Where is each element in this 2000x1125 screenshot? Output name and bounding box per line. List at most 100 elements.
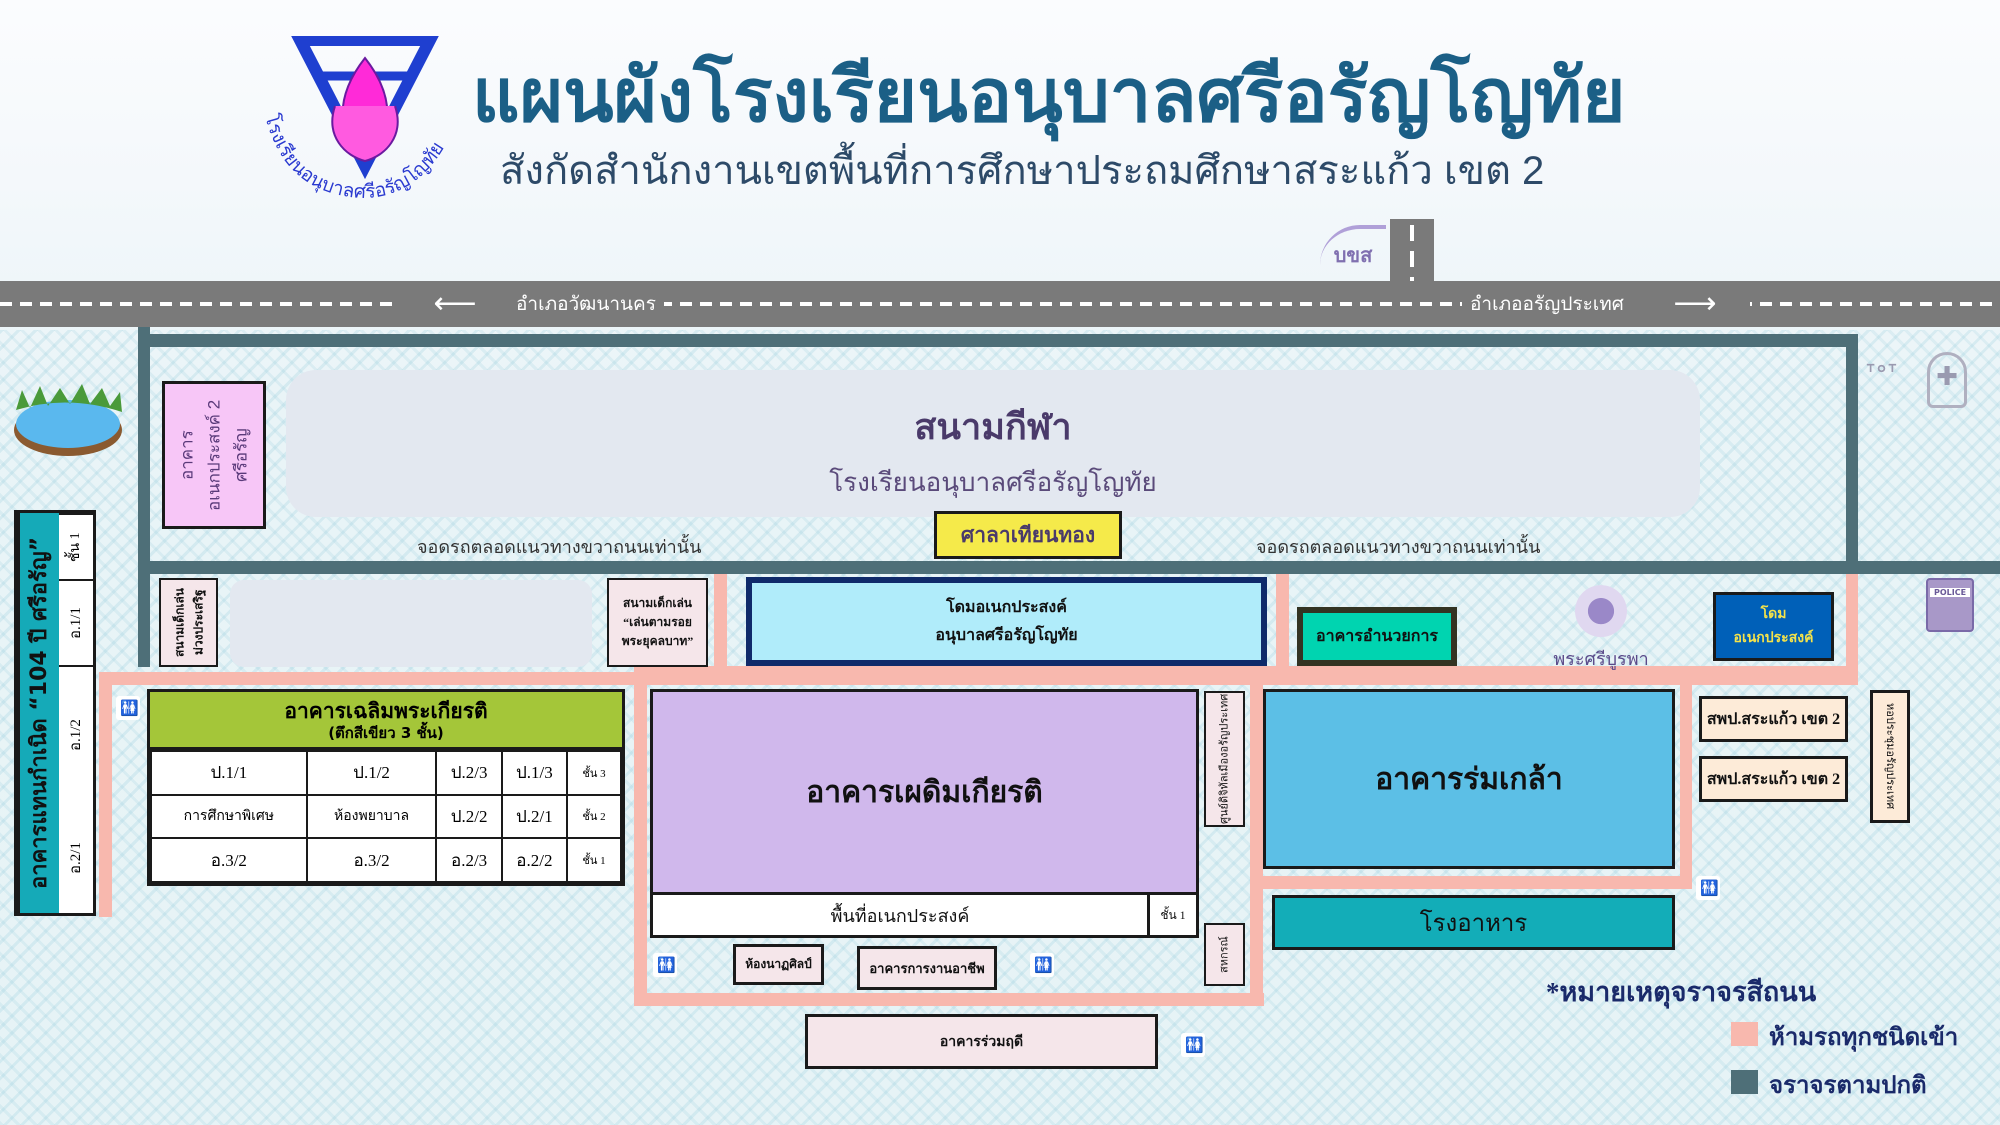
centennial-cell: อ.1/1 — [59, 579, 93, 665]
building-chalerm-header: อาคารเฉลิมพระเกียรติ (ตึกสีเขียว 3 ชั้น) — [150, 692, 622, 750]
no-vehicle-zone — [99, 672, 638, 685]
restroom-icon: 🚻 — [653, 953, 677, 977]
room: ป.1/2 — [305, 750, 438, 796]
no-vehicle-zone — [1250, 876, 1690, 889]
no-vehicle-zone — [99, 672, 112, 917]
room: อ.2/3 — [435, 837, 503, 883]
room: ป.2/1 — [500, 793, 569, 840]
pond-icon — [10, 380, 128, 460]
building-multipurpose-2[interactable]: อาคาร อเนกประสงค์ 2 ศรีอรัญ — [162, 381, 266, 529]
room: ป.2/2 — [435, 793, 503, 840]
room: อ.2/2 — [500, 837, 569, 883]
no-vehicle-zone — [634, 666, 647, 1006]
arrow-right-icon: ⟶ — [1640, 287, 1750, 321]
legend-label-normal: จราจรตามปกติ — [1769, 1073, 1927, 1099]
room: อ.3/2 — [305, 837, 438, 883]
building-centennial-name: อาคารแทนกำเนิด “104 ปี ศรีอรัญ” — [17, 513, 59, 913]
floor: ชั้น 2 — [566, 793, 622, 840]
arrow-left-icon: ⟵ — [400, 287, 510, 321]
road-right — [1846, 334, 1858, 574]
no-vehicle-zone — [1250, 666, 1263, 1006]
playground-area — [230, 580, 592, 667]
legend-swatch-pink — [1731, 1022, 1758, 1046]
police-icon: POLICE — [1926, 578, 1974, 632]
restroom-icon: 🚻 — [1030, 953, 1054, 977]
no-vehicle-zone — [634, 993, 1264, 1006]
buddha-label: พระศรีบูรพา — [1553, 649, 1649, 669]
room: ป.1/3 — [500, 750, 569, 796]
building-romklao[interactable]: อาคารร่มเกล้า — [1263, 689, 1675, 869]
building-dance[interactable]: ห้องนาฏศิลป์ — [733, 944, 824, 985]
centennial-cell: อ.1/2 — [59, 665, 93, 803]
floor: ชั้น 1 — [566, 837, 622, 883]
multipurpose-floor: ชั้น 1 — [1147, 892, 1199, 938]
road-center-line — [0, 302, 2000, 306]
police-label: POLICE — [1930, 588, 1970, 597]
restroom-icon: 🚻 — [116, 696, 140, 720]
building-dome[interactable]: โดมอเนกประสงค์ อนุบาลศรีอรัญโญทัย — [746, 577, 1267, 666]
room: ป.1/1 — [150, 750, 308, 796]
legend-label-no-vehicle: ห้ามรถทุกชนิดเข้า — [1769, 1025, 1959, 1051]
building-ruamrudee[interactable]: อาคารร่วมฤดี — [805, 1014, 1158, 1069]
restroom-icon: 🚻 — [1181, 1033, 1205, 1057]
legend-swatch-teal — [1731, 1070, 1758, 1094]
building-office-1[interactable]: สพป.สระแก้ว เขต 2 — [1699, 696, 1848, 742]
legend-title: *หมายเหตุจราจรสีถนน — [1546, 977, 1817, 1007]
building-career[interactable]: อาคารการงานอาชีพ — [857, 946, 997, 990]
no-vehicle-zone — [1846, 574, 1858, 684]
building-chalerm[interactable]: อาคารเฉลิมพระเกียรติ (ตึกสีเขียว 3 ชั้น)… — [147, 689, 625, 886]
bus-terminal-logo: บขส — [1320, 225, 1386, 271]
no-vehicle-zone — [1276, 574, 1289, 674]
no-vehicle-zone — [1680, 685, 1692, 889]
road-middle — [138, 561, 2000, 574]
room: การศึกษาพิเศษ — [150, 793, 308, 840]
floor: ชั้น 3 — [566, 750, 622, 796]
dome2-line: โดม — [1760, 606, 1787, 622]
building-office-2[interactable]: สพป.สระแก้ว เขต 2 — [1699, 756, 1848, 802]
no-vehicle-zone — [634, 666, 1858, 685]
parking-note-right: จอดรถตลอดแนวทางขวาถนนเท่านั้น — [1256, 537, 1541, 558]
side-road — [1390, 219, 1434, 283]
road-label-left: อำเภอวัฒนานคร — [508, 290, 664, 318]
room: อ.3/2 — [150, 837, 308, 883]
centennial-cell: อ.2/1 — [68, 842, 84, 874]
no-vehicle-zone — [714, 574, 727, 674]
page-title: แผนผังโรงเรียนอนุบาลศรีอรัญโญทัย — [472, 54, 1626, 137]
playground2-line: สนามเด็กเล่น — [623, 595, 692, 610]
building-coop[interactable]: สหกรณ์ — [1204, 923, 1245, 986]
sports-field-subtitle: โรงเรียนอนุบาลศรีอรัญโญทัย — [829, 468, 1157, 497]
building-chalerm-note: (ตึกสีเขียว 3 ชั้น) — [328, 724, 444, 743]
building-digital-center[interactable]: ศูนย์ดิจิทัลเมืองอรัญประเทศ — [1204, 691, 1245, 827]
page-subtitle: สังกัดสำนักงานเขตพื้นที่การศึกษาประถมศึก… — [500, 149, 1545, 193]
dome-line: อนุบาลศรีอรัญโญทัย — [935, 626, 1078, 644]
hospital-icon: ᐪᐤᐪ✚ — [1865, 352, 1975, 410]
building-dome-2[interactable]: โดม อเนกประสงค์ — [1713, 592, 1834, 661]
playground2-line: “เล่นตามรอย — [623, 614, 692, 629]
dome2-line: อเนกประสงค์ — [1733, 630, 1814, 646]
road-top — [138, 334, 1858, 347]
playground2-line: พระยุคลบาท” — [621, 634, 694, 649]
school-logo: โรงเรียนอนุบาลศรีอรัญโญทัย — [255, 34, 465, 206]
parking-note-left: จอดรถตลอดแนวทางขวาถนนเท่านั้น — [417, 537, 702, 558]
road-left — [138, 327, 150, 667]
building-chalerm-name: อาคารเฉลิมพระเกียรติ — [284, 699, 488, 723]
multipurpose-area: พื้นที่อเนกประสงค์ — [650, 892, 1150, 938]
centennial-cell: ชั้น 1 — [59, 513, 93, 579]
playground-footprints[interactable]: สนามเด็กเล่น “เล่นตามรอย พระยุคลบาท” — [607, 578, 708, 667]
building-hall[interactable]: หอประชุมอรัญประเทศ — [1870, 690, 1910, 823]
playground-muang[interactable]: สนามเด็กเล่น ม่วงประเสริฐ — [159, 578, 218, 667]
sports-field-title: สนามกีฬา — [914, 407, 1072, 448]
dome-line: โดมอเนกประสงค์ — [946, 599, 1067, 617]
sports-field — [286, 370, 1700, 517]
building-phadoem[interactable]: อาคารเผดิมเกียรติ — [650, 689, 1199, 895]
building-canteen[interactable]: โรงอาหาร — [1272, 895, 1675, 950]
room: ห้องพยาบาล — [305, 793, 438, 840]
building-sala[interactable]: ศาลาเทียนทอง — [934, 511, 1122, 559]
building-centennial[interactable]: อาคารแทนกำเนิด “104 ปี ศรีอรัญ” ชั้น 1 อ… — [14, 510, 96, 916]
road-label-right: อำเภออรัญประเทศ — [1462, 290, 1632, 318]
building-admin[interactable]: อาคารอำนวยการ — [1297, 607, 1457, 666]
